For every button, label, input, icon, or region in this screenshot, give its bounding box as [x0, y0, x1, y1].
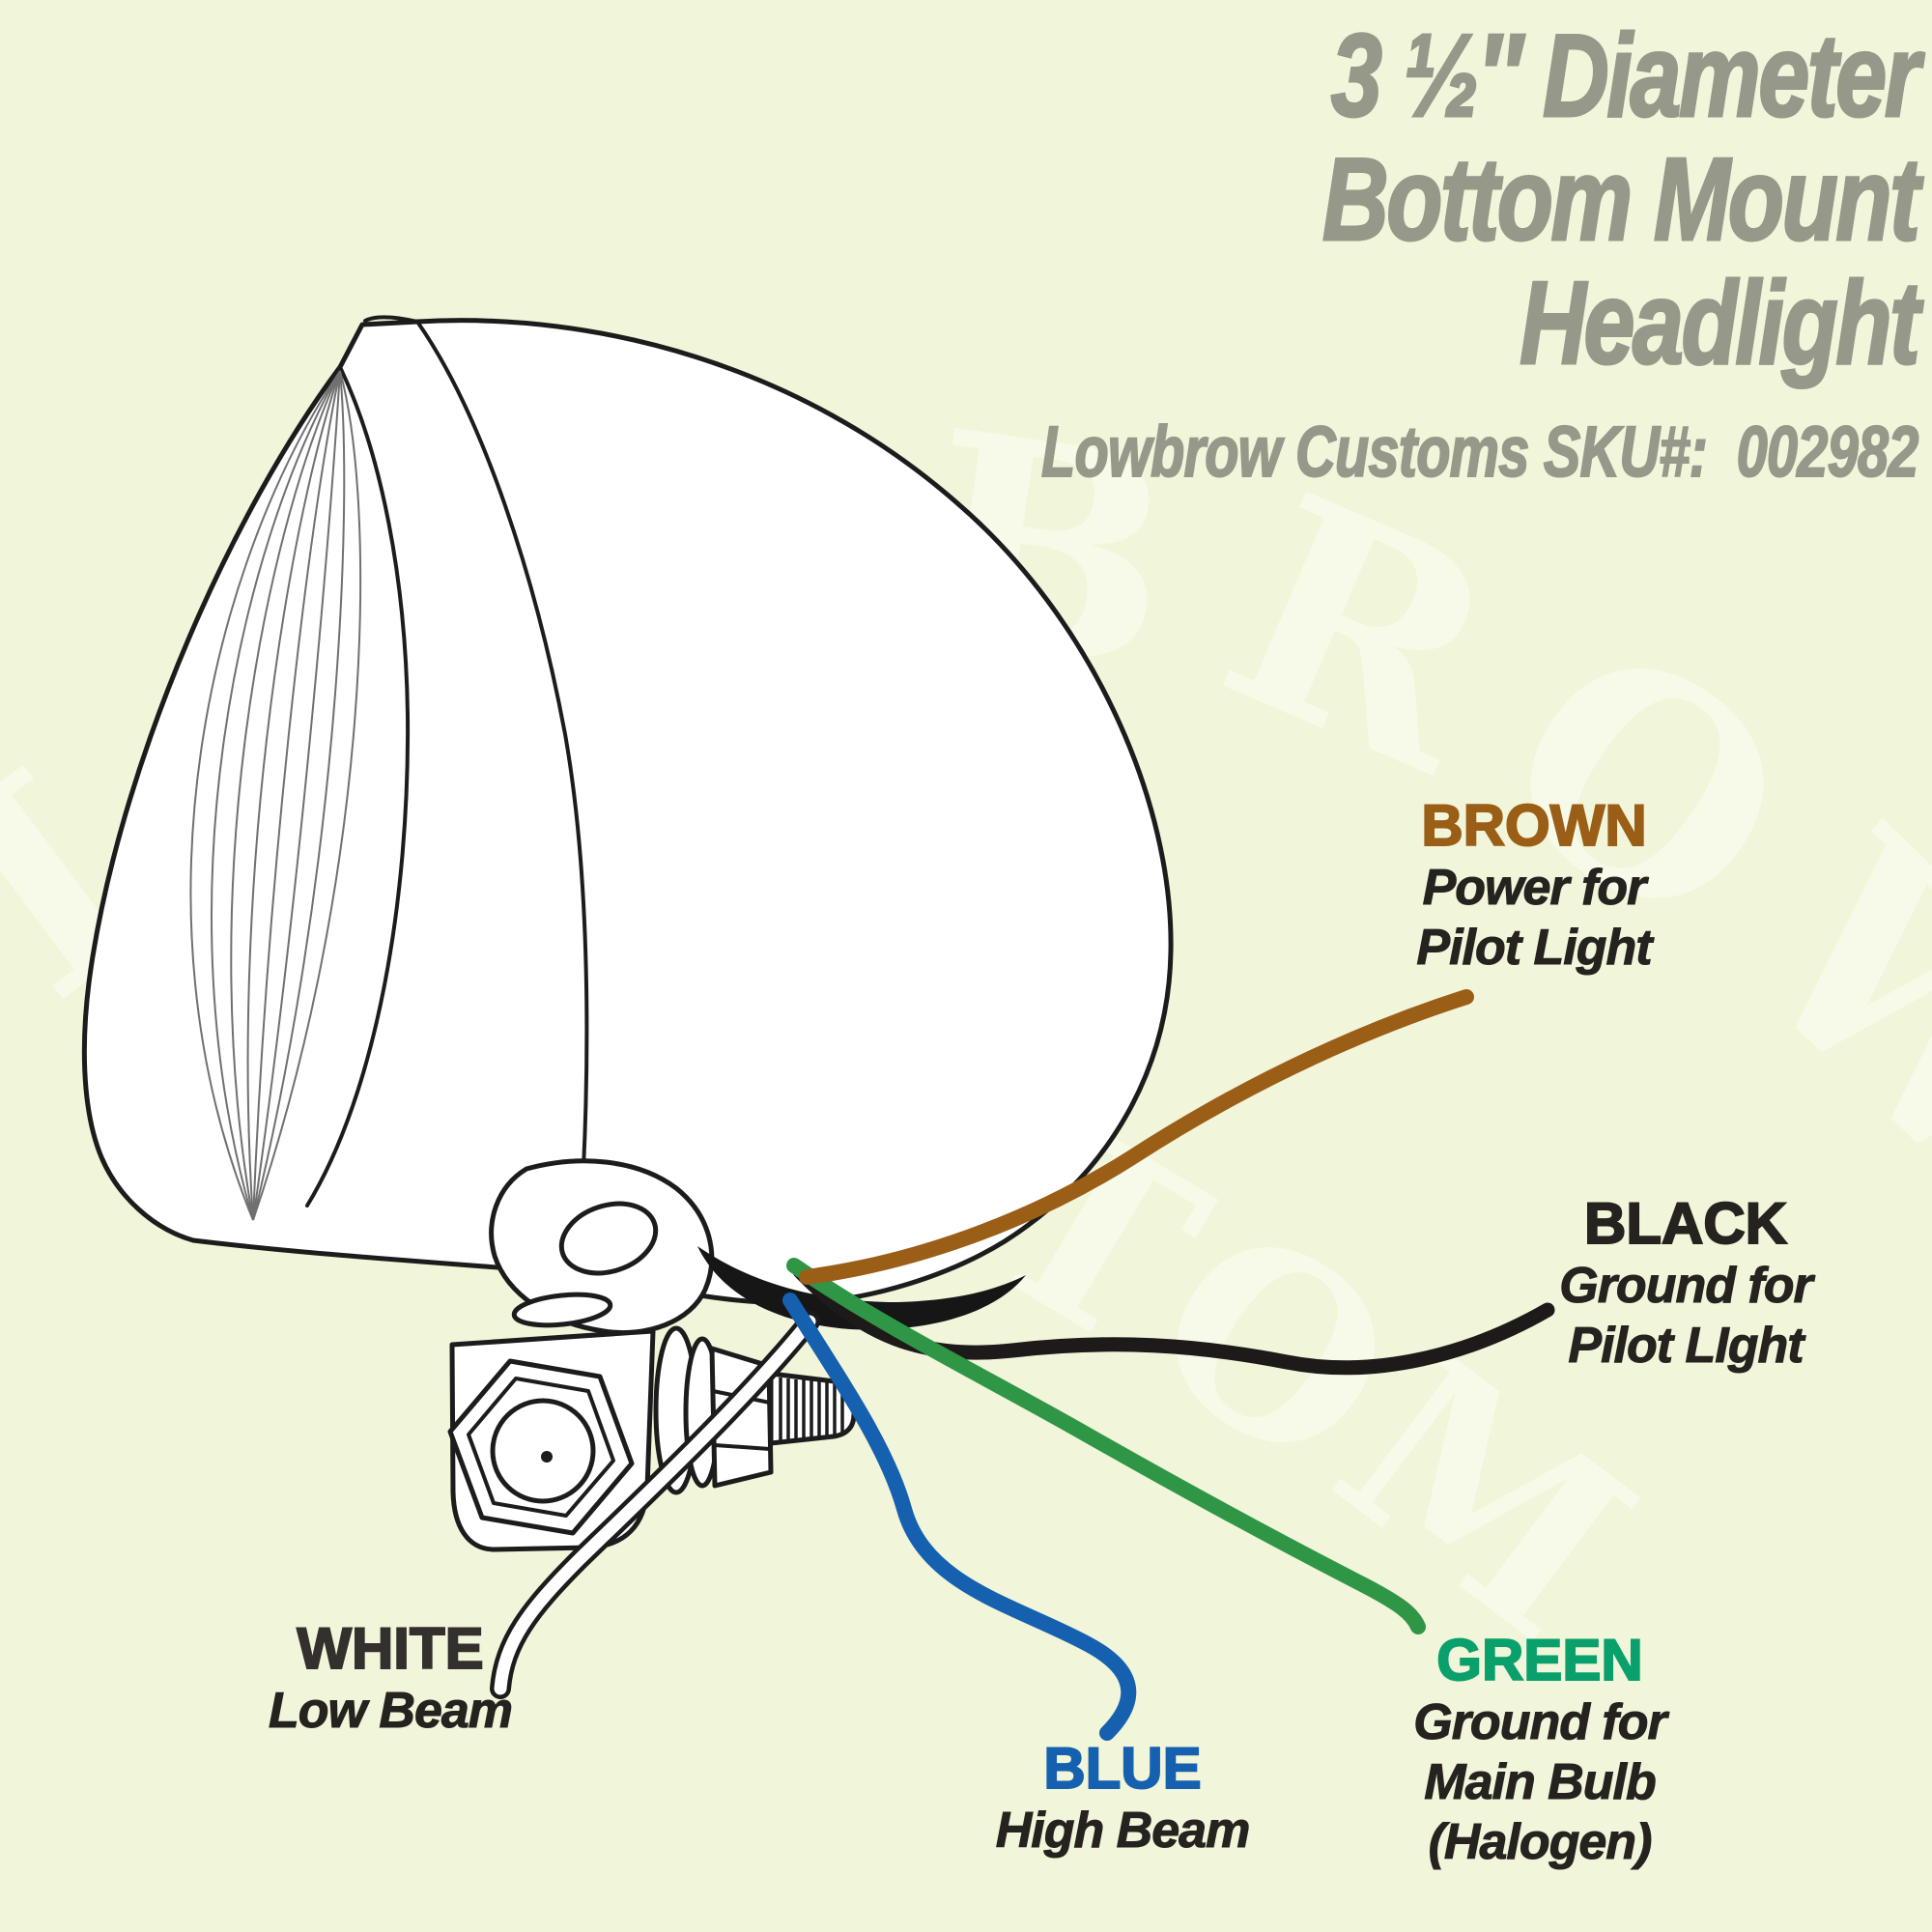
lens-bezel-seam	[305, 365, 411, 1208]
blue-wire-desc-line: High Beam	[995, 1803, 1251, 1860]
white-wire-name: WHITE	[296, 1616, 484, 1682]
brown-wire-label: BROWN Power for Pilot Light	[1416, 793, 1653, 978]
white-wire	[494, 1315, 816, 1695]
white-wire-desc-line: Low Beam	[268, 1683, 513, 1740]
black-wire	[792, 1264, 1555, 1376]
blue-wire	[782, 1293, 1137, 1741]
mount-nut-facet2	[713, 1443, 772, 1451]
black-wire-label: BLACK Ground for Pilot LIght	[1559, 1191, 1814, 1376]
sku-line: Lowbrow Customs SKU#: 002982	[1041, 412, 1920, 492]
green-wire	[786, 1258, 1426, 1634]
bracket-ear-hole	[558, 1201, 659, 1276]
brown-wire	[799, 989, 1474, 1285]
pivot-bolt-hex-chamfer	[467, 1377, 615, 1518]
black-wire-desc-line: Pilot LIght	[1568, 1318, 1804, 1375]
blue-wire-label: BLUE High Beam	[995, 1736, 1251, 1861]
blue-wire-name: BLUE	[1042, 1736, 1202, 1802]
bezel-shell-seam	[415, 320, 589, 1263]
bezel-lip-notch	[363, 315, 419, 324]
green-wire-label: GREEN Ground for Main Bulb (Halogen)	[1413, 1628, 1668, 1872]
wire-exit-shadow	[697, 1246, 1026, 1330]
black-wire-name: BLACK	[1583, 1191, 1788, 1257]
title-line-2: Bottom Mount	[1321, 133, 1921, 265]
green-wire-desc-line: Main Bulb	[1424, 1754, 1657, 1811]
brown-wire-name: BROWN	[1420, 793, 1647, 859]
pivot-bolt-face	[490, 1398, 596, 1504]
lens-rib-lines	[189, 370, 362, 1221]
brown-wire-desc-line: Pilot Light	[1416, 920, 1653, 977]
headlight-drawing	[81, 315, 1174, 1306]
black-wire-desc-line: Ground for	[1559, 1258, 1814, 1315]
title-line-3: Headlight	[1519, 257, 1921, 388]
pivot-bolt-center-dot	[541, 1451, 553, 1463]
green-wire-desc-line: (Halogen)	[1428, 1814, 1653, 1871]
title-block: 3 ½″ Diameter Bottom Mount Headlight Low…	[1041, 10, 1922, 492]
stud-threads	[779, 1378, 844, 1441]
green-wire-desc-line: Ground for	[1413, 1694, 1668, 1751]
title-line-1: 3 ½″ Diameter	[1330, 10, 1921, 141]
green-wire-name: GREEN	[1435, 1628, 1643, 1693]
white-wire-label: WHITE Low Beam	[268, 1616, 513, 1741]
wires	[490, 989, 1555, 1741]
brown-wire-desc-line: Power for	[1422, 860, 1647, 917]
bracket-slot	[511, 1292, 613, 1328]
